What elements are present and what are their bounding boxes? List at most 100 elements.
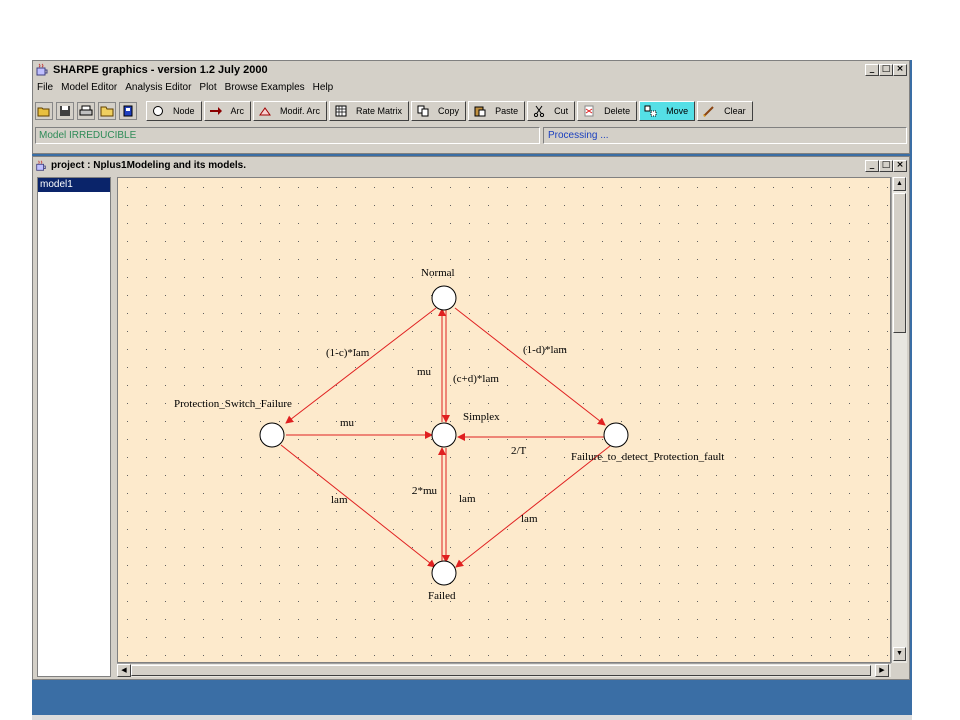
print-button[interactable] <box>77 102 95 120</box>
menu-plot[interactable]: Plot <box>199 81 217 93</box>
toolbar: Node Arc Modif. Arc Rate Matrix Copy Pas… <box>35 97 907 125</box>
arc-label-normal-fdpf: (1-d)*lam <box>523 344 567 356</box>
paste-button-label: Paste <box>495 106 519 116</box>
arc-fdpf-to-failed[interactable] <box>455 445 611 568</box>
node-label-psf: Protection_Switch_Failure <box>174 398 292 410</box>
circle-icon <box>153 106 163 116</box>
open-button[interactable] <box>35 102 53 120</box>
save-icon <box>60 106 70 116</box>
clear-icon <box>703 106 714 117</box>
menu-analysis-editor[interactable]: Analysis Editor <box>125 81 192 93</box>
java-cup-icon <box>36 63 48 76</box>
menubar: File Model Editor Analysis Editor Plot B… <box>33 79 909 95</box>
arc-normal-to-psf[interactable] <box>285 307 437 424</box>
vertical-scrollbar[interactable]: ▲ ▼ <box>891 177 907 663</box>
model-status: Model IRREDUCIBLE <box>35 127 540 144</box>
folder-button[interactable] <box>98 102 116 120</box>
cut-button[interactable]: Cut <box>527 101 576 121</box>
state-diagram[interactable]: Normal Protection_Switch_Failure Simplex… <box>118 178 891 663</box>
folder-icon <box>100 106 114 117</box>
main-window-controls: _ □ × <box>865 64 907 76</box>
node-label-normal: Normal <box>421 267 455 279</box>
project-maximize-button[interactable]: □ <box>879 160 893 172</box>
delete-icon <box>584 105 594 117</box>
taskbar-strip <box>32 715 912 720</box>
clear-button[interactable]: Clear <box>697 101 753 121</box>
scroll-left-icon[interactable]: ◀ <box>117 664 131 677</box>
rate-matrix-button-label: Rate Matrix <box>356 106 403 116</box>
menu-browse-examples[interactable]: Browse Examples <box>224 81 305 93</box>
cut-button-label: Cut <box>554 106 569 116</box>
arc-label-fdpf-simplex: 2/T <box>511 445 527 457</box>
project-window-controls: _ □ × <box>865 160 907 172</box>
scroll-right-icon[interactable]: ▶ <box>875 664 889 677</box>
node-psf[interactable] <box>259 422 285 448</box>
move-icon <box>644 105 657 117</box>
node-label-fdpf: Failure_to_detect_Protection_fault <box>571 451 724 463</box>
grid-dots <box>118 178 890 662</box>
arc-label-psf-failed: lam <box>331 494 348 506</box>
project-window-title: project : Nplus1Modeling and its models. <box>51 160 247 171</box>
node-simplex[interactable] <box>431 422 457 448</box>
arc-label-fdpf-failed: lam <box>521 513 538 525</box>
arc-label-normal-psf: (1-c)*lam <box>326 347 370 359</box>
rate-matrix-button[interactable]: Rate Matrix <box>329 101 410 121</box>
model-list-item[interactable]: model1 <box>38 178 110 192</box>
save-button[interactable] <box>56 102 74 120</box>
menu-model-editor[interactable]: Model Editor <box>61 81 118 93</box>
arc-label-normal-simplex: (c+d)*lam <box>453 373 499 385</box>
book-button[interactable] <box>119 102 137 120</box>
arc-button[interactable]: Arc <box>203 101 252 121</box>
scroll-down-icon[interactable]: ▼ <box>893 647 906 661</box>
project-titlebar[interactable]: project : Nplus1Modeling and its models. <box>33 157 909 174</box>
arc-normal-to-fdpf[interactable] <box>454 307 606 426</box>
model-list: model1 <box>37 177 111 677</box>
modif-arc-button[interactable]: Modif. Arc <box>253 101 328 121</box>
copy-icon <box>417 105 429 117</box>
move-button[interactable]: Move <box>639 101 696 121</box>
horizontal-scrollbar[interactable]: ◀ ▶ <box>117 663 891 677</box>
main-titlebar[interactable]: SHARPE graphics - version 1.2 July 2000 <box>33 61 909 79</box>
arc-label-simplex-failed: lam <box>459 493 476 505</box>
node-normal[interactable] <box>431 285 457 311</box>
close-button[interactable]: × <box>893 64 907 76</box>
menu-help[interactable]: Help <box>312 81 334 93</box>
arc-label-psf-simplex: mu <box>340 417 355 429</box>
horizontal-scroll-thumb[interactable] <box>131 665 871 676</box>
minimize-button[interactable]: _ <box>865 64 879 76</box>
scissors-icon <box>533 105 545 117</box>
copy-button-label: Copy <box>438 106 460 116</box>
node-button[interactable]: Node <box>146 101 202 121</box>
node-button-label: Node <box>173 106 195 116</box>
project-close-button[interactable]: × <box>893 160 907 172</box>
project-minimize-button[interactable]: _ <box>865 160 879 172</box>
arc-psf-to-failed[interactable] <box>280 444 436 568</box>
processing-status: Processing ... <box>543 127 907 144</box>
delete-button[interactable]: Delete <box>577 101 638 121</box>
diagram-canvas[interactable]: Normal Protection_Switch_Failure Simplex… <box>117 177 891 663</box>
project-window: project : Nplus1Modeling and its models.… <box>32 156 910 680</box>
vertical-scroll-thumb[interactable] <box>893 193 906 333</box>
copy-button[interactable]: Copy <box>411 101 467 121</box>
node-label-simplex: Simplex <box>463 411 500 423</box>
maximize-button[interactable]: □ <box>879 64 893 76</box>
print-icon <box>79 105 93 116</box>
node-failed[interactable] <box>431 560 457 586</box>
main-window-title: SHARPE graphics - version 1.2 July 2000 <box>53 64 268 76</box>
menu-file[interactable]: File <box>37 81 54 93</box>
statusbar: Model IRREDUCIBLE Processing ... <box>35 127 907 144</box>
node-label-failed: Failed <box>428 590 456 602</box>
move-button-label: Move <box>666 106 689 116</box>
open-icon <box>37 107 50 117</box>
clear-button-label: Clear <box>724 106 746 116</box>
grid-icon <box>335 105 347 117</box>
scroll-up-icon[interactable]: ▲ <box>893 177 906 191</box>
book-icon <box>123 105 133 117</box>
main-window: SHARPE graphics - version 1.2 July 2000 … <box>32 60 910 154</box>
arc-label-simplex-normal: mu <box>417 366 432 378</box>
triangle-icon <box>259 107 271 116</box>
arrow-icon <box>209 107 222 115</box>
paste-icon <box>474 106 486 117</box>
node-fdpf[interactable] <box>603 422 629 448</box>
paste-button[interactable]: Paste <box>468 101 526 121</box>
